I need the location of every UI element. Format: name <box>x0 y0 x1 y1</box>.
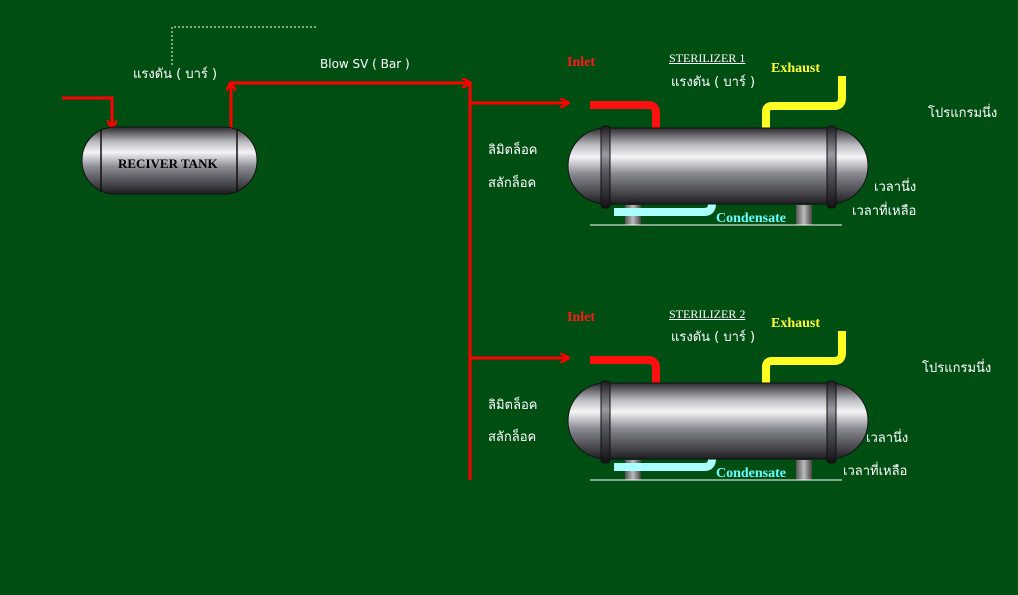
exhaust-pipe <box>762 76 846 133</box>
program-label-1[interactable]: โปรแกรมนึ่ง <box>928 106 998 121</box>
exhaust-label-1: Exhaust <box>771 61 821 76</box>
steam-time-label-2: เวลานึ่ง <box>866 431 909 446</box>
limit-lock-label-1: ลิมิตล็อค <box>488 143 538 158</box>
sterilizer-title-2: STERILIZER 2 <box>669 307 746 321</box>
steam-lines <box>62 83 568 480</box>
inlet-label-1: Inlet <box>567 55 595 70</box>
blow-sv-label: Blow SV ( Bar ) <box>320 57 410 71</box>
inlet-pipe <box>590 101 660 133</box>
receiver-tank-label: RECIVER TANK <box>118 156 218 171</box>
program-label-2[interactable]: โปรแกรมนึ่ง <box>922 361 992 376</box>
remaining-time-label-2: เวลาที่เหลือ <box>843 464 908 479</box>
latch-lock-label-2: สลักล็อค <box>488 430 537 445</box>
steam-time-label-1: เวลานึ่ง <box>874 180 917 195</box>
sterilizer-2[interactable] <box>567 331 869 481</box>
pressure-label-2: แรงดัน ( บาร์ ) <box>671 330 756 345</box>
receiver-tank[interactable] <box>81 126 258 195</box>
exhaust-label-2: Exhaust <box>771 316 821 331</box>
signal-line <box>171 26 318 65</box>
inlet-label-2: Inlet <box>567 310 595 325</box>
feed-line <box>62 96 112 128</box>
pressure-label-1: แรงดัน ( บาร์ ) <box>671 75 756 90</box>
sterilizer-title-1: STERILIZER 1 <box>669 51 746 65</box>
condensate-label-1: Condensate <box>716 211 787 226</box>
condensate-label-2: Condensate <box>716 466 787 481</box>
remaining-time-label-1: เวลาที่เหลือ <box>852 204 917 219</box>
inlet-pipe <box>590 356 660 388</box>
exhaust-pipe <box>762 331 846 388</box>
latch-lock-label-1: สลักล็อค <box>488 176 537 191</box>
receiver-pressure-label: แรงดัน ( บาร์ ) <box>133 67 218 82</box>
limit-lock-label-2: ลิมิตล็อค <box>488 398 538 413</box>
sterilizer-1[interactable] <box>567 76 869 226</box>
